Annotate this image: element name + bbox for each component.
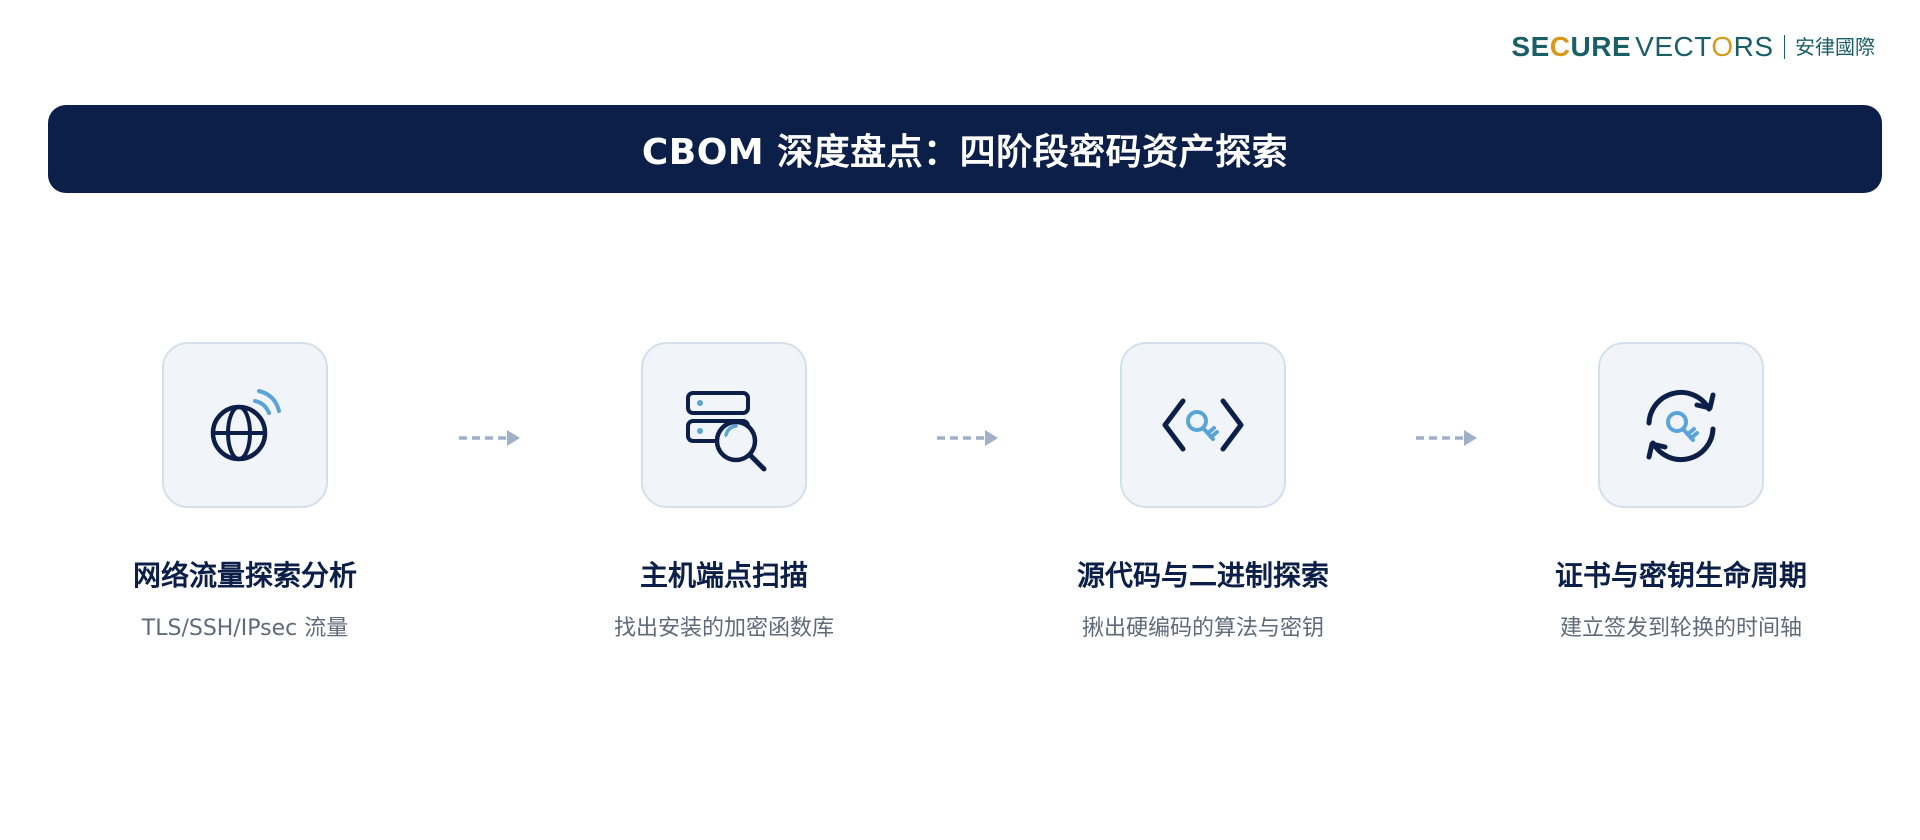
stage-description: TLS/SSH/IPsec 流量: [141, 616, 349, 641]
logo-divider: [1783, 35, 1785, 59]
stage-description: 找出安装的加密函数库: [613, 616, 834, 641]
stage-description: 揪出硬编码的算法与密钥: [1081, 616, 1324, 641]
stage-title: 证书与密钥生命周期: [1554, 559, 1807, 592]
stage-host-endpoint: 主机端点扫描 找出安装的加密函数库: [544, 342, 904, 642]
logo-chinese-name: 安律國際: [1795, 35, 1875, 59]
flow-arrow-3: [1416, 430, 1477, 446]
stage-icon-box: [1120, 342, 1286, 508]
stage-network-traffic: 网络流量探索分析 TLS/SSH/IPsec 流量: [65, 342, 425, 642]
stage-title: 网络流量探索分析: [132, 559, 357, 592]
stage-icon-box: [641, 342, 807, 508]
refresh-key-icon: [1646, 389, 1716, 463]
server-search-icon: [686, 391, 767, 472]
flow-arrow-1: [459, 430, 520, 446]
code-key-icon: [1162, 398, 1244, 452]
stage-cert-key-lifecycle: 证书与密钥生命周期 建立签发到轮换的时间轴: [1501, 342, 1861, 642]
globe-signal-icon: [210, 389, 281, 462]
flow-arrow-2: [937, 430, 998, 446]
stage-icon-box: [162, 342, 328, 508]
page-title: CBOM 深度盘点：四阶段密码资产探索: [641, 132, 1289, 173]
stage-title: 源代码与二进制探索: [1076, 559, 1329, 592]
stage-description: 建立签发到轮换的时间轴: [1559, 616, 1802, 641]
title-banner: CBOM 深度盘点：四阶段密码资产探索: [48, 105, 1882, 193]
stage-title: 主机端点扫描: [639, 559, 808, 592]
stage-source-binary: 源代码与二进制探索 揪出硬编码的算法与密钥: [1023, 342, 1383, 642]
stage-icon-box: [1598, 342, 1764, 508]
